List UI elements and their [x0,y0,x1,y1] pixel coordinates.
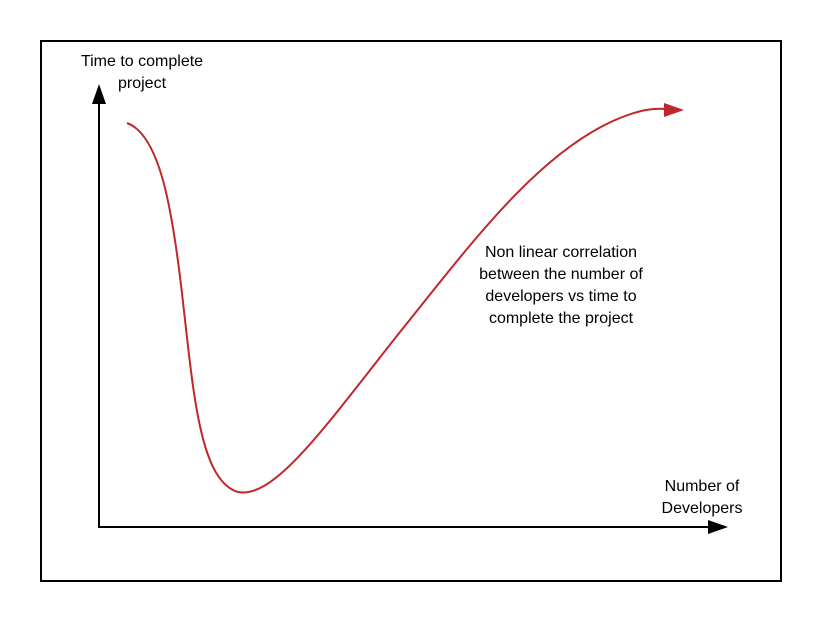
x-axis-label-line-2: Developers [661,500,743,517]
curve-arrowhead [664,103,684,117]
x-axis-arrowhead [708,520,728,534]
annotation-line-4: complete the project [488,310,634,327]
y-axis-label-line-1: Time to complete [80,53,204,70]
annotation-line-1: Non linear correlation [484,244,638,261]
x-axis-label: Number of Developers [640,476,764,520]
y-axis-label: Time to complete project [62,51,222,95]
correlation-curve [126,107,667,494]
y-axis-label-line-2: project [117,75,167,92]
annotation-line-2: between the number of [479,266,643,283]
diagram-frame [40,40,782,582]
y-axis-arrowhead [92,84,106,104]
annotation-line-3: developers vs time to [485,288,637,305]
curve-annotation: Non linear correlation between the numbe… [452,242,670,330]
x-axis-label-line-1: Number of [664,478,740,495]
